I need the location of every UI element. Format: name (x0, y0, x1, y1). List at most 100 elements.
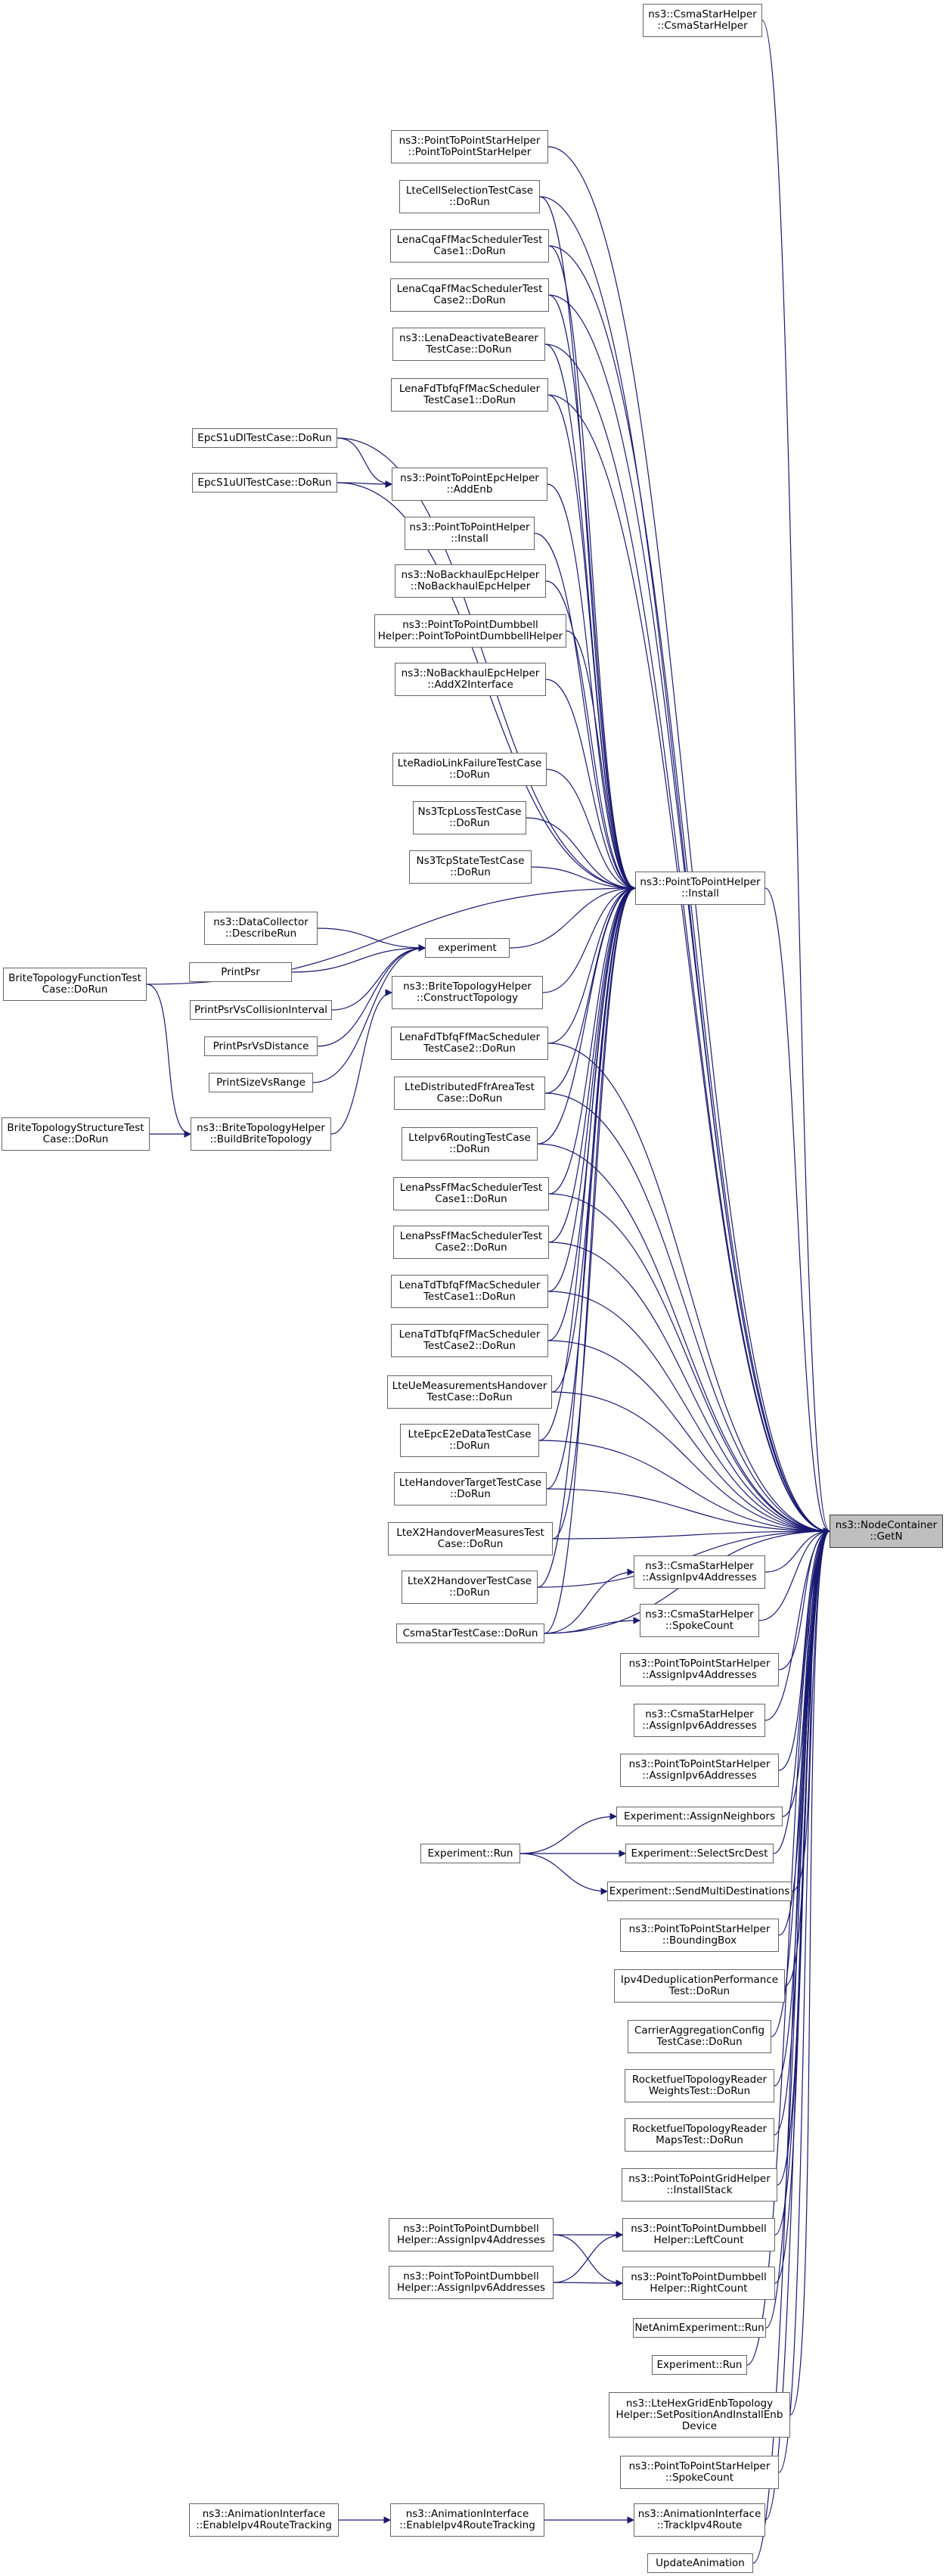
node-printpsrcoll[interactable]: PrintPsrVsCollisionInterval (190, 1000, 332, 1020)
node-p2phelper-install[interactable]: ns3::PointToPointHelper ::Install (405, 517, 535, 550)
edge-lenadeact-to-getn (544, 343, 830, 1535)
edge-lenafdtbfq1-to-getn (547, 394, 830, 1535)
node-anim-enable[interactable]: ns3::AnimationInterface ::EnableIpv4Rout… (390, 2503, 544, 2537)
edge-exp-run-to-exp-neighbors (519, 1813, 617, 1854)
node-epcdl[interactable]: EpcS1uDlTestCase::DoRun (192, 428, 337, 448)
edge-printsize-to-experiment (312, 944, 426, 1083)
node-p2pstar-assignv4[interactable]: ns3::PointToPointStarHelper ::AssignIpv4… (620, 1653, 779, 1686)
edge-brite-func-to-brite-build (146, 983, 191, 1138)
node-nobackhaul-addx2[interactable]: ns3::NoBackhaulEpcHelper ::AddX2Interfac… (395, 663, 546, 696)
node-dumbbell-assignv4[interactable]: ns3::PointToPointDumbbell Helper::Assign… (389, 2218, 554, 2251)
node-lenatdtbfq2[interactable]: LenaTdTbfqFfMacScheduler TestCase2::DoRu… (391, 1324, 548, 1357)
node-dumbbell-right[interactable]: ns3::PointToPointDumbbell Helper::RightC… (622, 2267, 775, 2300)
edge-lenatdtbfq1-to-getn (547, 1291, 830, 1535)
edge-printpsr-to-experiment (291, 944, 426, 973)
edge-csmastar-spoke-to-getn (758, 1527, 830, 1621)
node-printpsrdist[interactable]: PrintPsrVsDistance (204, 1036, 318, 1056)
edge-p2pepc-addenb-to-p2p-install-main (547, 483, 636, 892)
edge-p2pstar-ctor-to-getn (547, 146, 830, 1535)
node-p2pstar-bbox[interactable]: ns3::PointToPointStarHelper ::BoundingBo… (620, 1919, 779, 1952)
node-rocketmaps[interactable]: RocketfuelTopologyReader MapsTest::DoRun (625, 2118, 774, 2152)
node-exp-run[interactable]: Experiment::Run (420, 1844, 520, 1863)
edge-lteradiolink-to-p2p-install-main (546, 769, 636, 892)
node-nobackhaul-ctor[interactable]: ns3::NoBackhaulEpcHelper ::NoBackhaulEpc… (395, 564, 546, 598)
edge-brite-build-to-brite-construct (330, 989, 392, 1135)
node-lteuemeas[interactable]: LteUeMeasurementsHandover TestCase::DoRu… (387, 1375, 552, 1409)
edge-ltex2meas-to-getn (552, 1527, 830, 1540)
node-lteepce2e[interactable]: LteEpcE2eDataTestCase ::DoRun (400, 1424, 539, 1457)
node-csmastar-assignv6[interactable]: ns3::CsmaStarHelper ::AssignIpv6Addresse… (634, 1704, 765, 1737)
edge-ltehandovertarget-to-p2p-install-main (546, 884, 636, 1490)
node-anim-track[interactable]: ns3::AnimationInterface ::TrackIpv4Route (634, 2503, 765, 2537)
edge-p2phelper-install-to-p2p-install-main (534, 533, 636, 892)
node-netanim-run[interactable]: NetAnimExperiment::Run (633, 2318, 766, 2338)
node-ltex2meas[interactable]: LteX2HandoverMeasuresTest Case::DoRun (388, 1522, 553, 1555)
node-lenacqa2[interactable]: LenaCqaFfMacSchedulerTest Case2::DoRun (390, 278, 549, 312)
node-lenafdtbfq2[interactable]: LenaFdTbfqFfMacScheduler TestCase2::DoRu… (391, 1027, 548, 1060)
edge-lenapss1-to-p2p-install-main (548, 884, 636, 1195)
edge-ns3tcploss-to-p2p-install-main (526, 817, 636, 892)
edge-dumbbell-right-to-getn (774, 1527, 830, 2284)
node-ltecellsel[interactable]: LteCellSelectionTestCase ::DoRun (399, 180, 540, 213)
node-printpsr[interactable]: PrintPsr (189, 962, 292, 982)
node-ltehexgrid[interactable]: ns3::LteHexGridEnbTopology Helper::SetPo… (609, 2392, 790, 2438)
node-lenacqa1[interactable]: LenaCqaFfMacSchedulerTest Case1::DoRun (390, 229, 549, 263)
edge-printpsrdist-to-experiment (317, 944, 426, 1047)
node-ltehandovertarget[interactable]: LteHandoverTargetTestCase ::DoRun (394, 1472, 547, 1506)
node-p2pstar-assignv6[interactable]: ns3::PointToPointStarHelper ::AssignIpv6… (620, 1754, 779, 1787)
edge-dumbbell-assignv6-to-dumbbell-left (553, 2231, 623, 2283)
node-csmastar-assignv4[interactable]: ns3::CsmaStarHelper ::AssignIpv4Addresse… (634, 1555, 765, 1589)
node-lenafdtbfq1[interactable]: LenaFdTbfqFfMacScheduler TestCase1::DoRu… (391, 378, 548, 412)
node-csmastarhelper-ctor[interactable]: ns3::CsmaStarHelper ::CsmaStarHelper (643, 4, 762, 37)
edge-ltecellsel-to-getn (539, 196, 830, 1535)
node-dumbbell-assignv6[interactable]: ns3::PointToPointDumbbell Helper::Assign… (389, 2266, 554, 2299)
node-exp-sendmulti[interactable]: Experiment::SendMultiDestinations (607, 1882, 792, 1901)
node-brite-func[interactable]: BriteTopologyFunctionTest Case::DoRun (3, 968, 147, 1001)
node-carrieragg[interactable]: CarrierAggregationConfig TestCase::DoRun (628, 2020, 771, 2053)
edge-dumbbell-assignv6-to-dumbbell-right (553, 2279, 623, 2287)
node-exp-neighbors[interactable]: Experiment::AssignNeighbors (616, 1807, 783, 1826)
edge-rocketweights-to-getn (774, 1527, 830, 2087)
edge-lenapss2-to-getn (548, 1241, 830, 1535)
node-brite-struct[interactable]: BriteTopologyStructureTest Case::DoRun (2, 1117, 150, 1151)
edge-p2p-install-main-to-getn (764, 887, 830, 1535)
node-brite-build[interactable]: ns3::BriteTopologyHelper ::BuildBriteTop… (191, 1117, 331, 1151)
node-lenapss2[interactable]: LenaPssFfMacSchedulerTest Case2::DoRun (393, 1226, 549, 1259)
edge-ltedistffr-to-p2p-install-main (544, 884, 636, 1094)
node-experiment[interactable]: experiment (425, 938, 510, 958)
node-p2pgrid-install[interactable]: ns3::PointToPointGridHelper ::InstallSta… (622, 2168, 777, 2202)
node-lenatdtbfq1[interactable]: LenaTdTbfqFfMacScheduler TestCase1::DoRu… (391, 1275, 548, 1308)
node-ltex2handover[interactable]: LteX2HandoverTestCase ::DoRun (402, 1571, 538, 1604)
node-ltedistffr[interactable]: LteDistributedFfrAreaTest Case::DoRun (394, 1077, 545, 1110)
node-p2pepc-addenb[interactable]: ns3::PointToPointEpcHelper ::AddEnb (392, 468, 547, 501)
edge-lenapss2-to-p2p-install-main (548, 884, 636, 1243)
node-p2pstar-spoke[interactable]: ns3::PointToPointStarHelper ::SpokeCount (620, 2456, 779, 2489)
node-printsize[interactable]: PrintSizeVsRange (209, 1073, 313, 1092)
node-csmastartest[interactable]: CsmaStarTestCase::DoRun (396, 1624, 544, 1643)
node-ns3tcploss[interactable]: Ns3TcpLossTestCase ::DoRun (413, 801, 526, 834)
node-p2pdumbbell-ctor[interactable]: ns3::PointToPointDumbbell Helper::PointT… (374, 614, 566, 648)
node-dumbbell-left[interactable]: ns3::PointToPointDumbbell Helper::LeftCo… (622, 2218, 775, 2251)
node-exp-selectsrc[interactable]: Experiment::SelectSrcDest (625, 1844, 774, 1863)
node-p2p-install-main[interactable]: ns3::PointToPointHelper ::Install (635, 872, 765, 905)
edge-lenafdtbfq2-to-p2p-install-main (547, 884, 636, 1044)
node-brite-construct[interactable]: ns3::BriteTopologyHelper ::ConstructTopo… (392, 976, 543, 1009)
node-lenapss1[interactable]: LenaPssFfMacSchedulerTest Case1::DoRun (393, 1177, 549, 1210)
node-ns3tcpstate[interactable]: Ns3TcpStateTestCase ::DoRun (409, 850, 532, 884)
node-lenadeact[interactable]: ns3::LenaDeactivateBearer TestCase::DoRu… (392, 328, 545, 361)
node-lteradiolink[interactable]: LteRadioLinkFailureTestCase ::DoRun (392, 753, 547, 786)
edge-p2pdumbbell-ctor-to-p2p-install-main (566, 630, 636, 892)
node-ipv4dedup[interactable]: Ipv4DeduplicationPerformance Test::DoRun (614, 1969, 785, 2003)
node-rocketweights[interactable]: RocketfuelTopologyReader WeightsTest::Do… (625, 2069, 774, 2102)
node-csmastar-spoke[interactable]: ns3::CsmaStarHelper ::SpokeCount (640, 1604, 759, 1637)
edge-lenafdtbfq2-to-getn (547, 1043, 830, 1535)
node-datacollector[interactable]: ns3::DataCollector ::DescribeRun (204, 912, 318, 945)
edge-lenapss1-to-getn (548, 1193, 830, 1535)
node-lteipv6[interactable]: LteIpv6RoutingTestCase ::DoRun (402, 1127, 538, 1161)
node-p2pstar-ctor[interactable]: ns3::PointToPointStarHelper ::PointToPoi… (391, 130, 548, 163)
node-epcul[interactable]: EpcS1uUlTestCase::DoRun (192, 473, 337, 493)
node-anim-enable-public[interactable]: ns3::AnimationInterface ::EnableIpv4Rout… (189, 2503, 339, 2537)
node-experiment-run[interactable]: Experiment::Run (652, 2355, 747, 2375)
node-update-anim[interactable]: UpdateAnimation (647, 2553, 753, 2573)
